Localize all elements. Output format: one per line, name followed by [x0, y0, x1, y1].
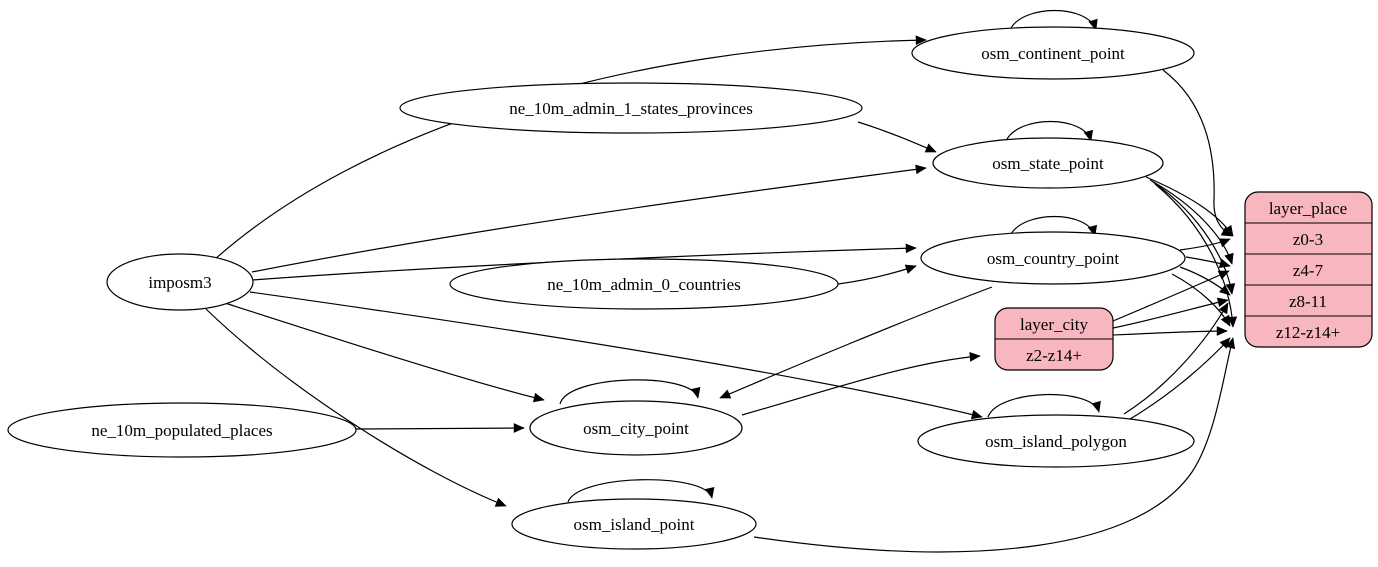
edge-osm_country_point-osm_city_point	[719, 286, 993, 399]
layer-city-row-z2-z14: z2-z14+	[1026, 346, 1082, 365]
edge-osm_state_point-z8-11	[1152, 181, 1236, 295]
node-osm_island_polygon: osm_island_polygon	[917, 414, 1195, 468]
edge-imposm3-osm_island_polygon	[249, 291, 983, 420]
node-ne_10m_admin_1_states_provinces: ne_10m_admin_1_states_provinces	[399, 82, 863, 134]
island-polygon-ellipse	[917, 414, 1195, 468]
selfloop-osm_country_point	[1009, 215, 1097, 237]
ne-states-ellipse	[399, 82, 863, 134]
state-label: osm_state_point	[992, 154, 1104, 173]
edge-ne_places-osm_city_point	[355, 423, 525, 433]
city-ellipse	[529, 400, 743, 456]
selfloop-osm_continent_point	[1009, 9, 1098, 31]
edge-osm_state_point-z4-7	[1149, 179, 1234, 265]
edge-osm_state_point-z12-z14	[1154, 183, 1238, 328]
ne-places-label: ne_10m_populated_places	[91, 421, 272, 440]
ne-countries-label: ne_10m_admin_0_countries	[547, 275, 741, 294]
edge-osm_island_polygon-z12-z14	[1129, 337, 1231, 420]
edge-ne_countries-osm_country_point	[837, 264, 917, 285]
node-osm_continent_point: osm_continent_point	[911, 26, 1195, 80]
country-ellipse	[920, 231, 1186, 285]
layer-place-title: layer_place	[1269, 199, 1347, 218]
edge-imposm3-osm_continent_point	[213, 35, 927, 261]
edge-osm_island_polygon-z8-11	[1123, 302, 1229, 415]
edge-layer_city-z8-11	[1112, 297, 1229, 329]
edge-lines	[205, 9, 1238, 553]
imposm3-ellipse	[106, 253, 254, 311]
node-ne_10m_populated_places: ne_10m_populated_places	[7, 402, 357, 458]
selfloop-osm_island_polygon	[987, 393, 1101, 418]
continent-ellipse	[911, 26, 1195, 80]
edge-imposm3-osm_state_point	[251, 164, 927, 273]
selfloop-osm_city_point	[559, 379, 701, 405]
selfloop-osm_island_point	[567, 479, 715, 503]
node-osm_city_point: osm_city_point	[529, 400, 743, 456]
state-ellipse	[932, 137, 1164, 189]
node-osm_country_point: osm_country_point	[920, 231, 1186, 285]
record-layer_city: layer_city z2-z14+	[994, 307, 1114, 371]
node-ne_10m_admin_0_countries: ne_10m_admin_0_countries	[449, 258, 839, 310]
edge-ne_states-osm_state_point	[857, 121, 937, 153]
layer-place-row-z8-11: z8-11	[1289, 292, 1327, 311]
edge-osm_country_point-z4-7	[1185, 256, 1231, 268]
edge-layer_city-z12-z14	[1112, 326, 1228, 336]
edge-imposm3-osm_island_point	[205, 308, 507, 507]
ne-places-ellipse	[7, 402, 357, 458]
layer-place-box	[1244, 191, 1373, 348]
island-point-ellipse	[511, 498, 757, 550]
edge-layer_city-z4-7	[1112, 270, 1230, 322]
record-layer_place: layer_place z0-3 z4-7 z8-11 z12-z14+	[1244, 191, 1373, 348]
edge-imposm3-osm_city_point	[224, 302, 545, 403]
layer-city-title: layer_city	[1020, 315, 1088, 334]
ne-states-label: ne_10m_admin_1_states_provinces	[509, 99, 753, 118]
selfloop-osm_state_point	[1005, 120, 1093, 142]
layer-place-row-z12-z14: z12-z14+	[1276, 323, 1340, 342]
edge-osm_country_point-z12-z14	[1171, 273, 1231, 327]
imposm3-label: imposm3	[148, 273, 211, 292]
continent-label: osm_continent_point	[981, 44, 1125, 63]
node-imposm3: imposm3	[106, 253, 254, 311]
edge-osm_country_point-z0-3	[1179, 238, 1231, 251]
edge-osm_island_point-z12-z14	[753, 337, 1236, 553]
layer-place-row-z0-3: z0-3	[1293, 230, 1323, 249]
edge-osm_continent_point-z0-3	[1162, 69, 1233, 237]
ne-countries-ellipse	[449, 258, 839, 310]
island-polygon-label: osm_island_polygon	[985, 432, 1127, 451]
node-osm_island_point: osm_island_point	[511, 498, 757, 550]
city-label: osm_city_point	[583, 419, 689, 438]
country-label: osm_country_point	[987, 249, 1119, 268]
edge-osm_state_point-z0-3	[1145, 176, 1234, 237]
layer-place-row-z4-7: z4-7	[1293, 261, 1324, 280]
island-point-label: osm_island_point	[574, 515, 695, 534]
edge-osm_city_point-layer_city	[741, 352, 981, 416]
node-osm_state_point: osm_state_point	[932, 137, 1164, 189]
